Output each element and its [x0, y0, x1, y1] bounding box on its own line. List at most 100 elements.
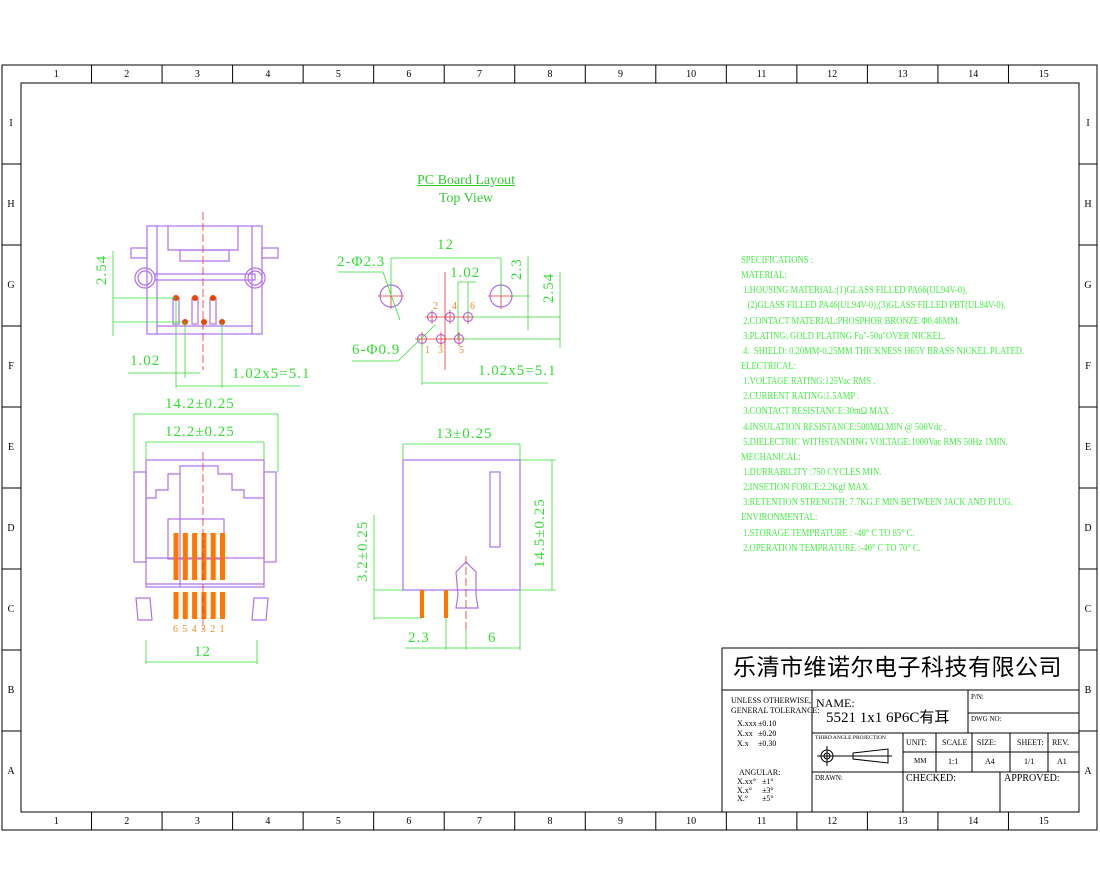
- frame-column-label: 5: [335, 816, 341, 827]
- spec-line: 3.PLATING: GOLD PLATING Fu"-50u"OVER NIC…: [741, 330, 946, 342]
- frame-column-label: 1: [53, 816, 59, 827]
- spec-line: SPECIFICATIONS :: [741, 255, 814, 266]
- contact-pin: [182, 533, 188, 580]
- frame-column-label: 2: [124, 69, 130, 80]
- frame-row-label: I: [1086, 117, 1090, 129]
- dim-side-width: 13±0.25: [436, 426, 493, 442]
- dim-side-height: 14.5±0.25: [532, 498, 548, 568]
- frame-column-label: 12: [827, 816, 838, 827]
- frame-row-label: C: [1084, 603, 1092, 615]
- contact-pin: [201, 533, 207, 580]
- spec-line: 4.INSULATION RESISTANCE:500MΩ MIN @ 500V…: [741, 421, 947, 433]
- top-view: [112, 212, 300, 388]
- angular-value: ±5°: [762, 794, 774, 803]
- contact-pin: [192, 533, 198, 580]
- frame-column-label: 3: [194, 69, 200, 80]
- frame-column-label: 10: [686, 69, 697, 80]
- frame-column-label: 10: [686, 816, 697, 827]
- dim-pcb-pin-dia: 6-Φ0.9: [352, 342, 401, 358]
- frame-row-label: F: [1085, 360, 1091, 372]
- frame-column-label: 15: [1038, 69, 1049, 80]
- dim-front-bottom: 12: [194, 644, 211, 660]
- angular-key: X.°: [737, 794, 748, 803]
- spec-line: 1.VOLTAGE RATING:125Vac RMS .: [741, 376, 876, 388]
- spec-line: MATERIAL:: [741, 270, 787, 282]
- pn-label: P/N:: [971, 693, 984, 701]
- sheet-value: 1/1: [1024, 757, 1035, 766]
- dim-pcb-hole-dia: 2-Φ2.3: [337, 254, 386, 270]
- scale-value: 1:1: [948, 757, 959, 766]
- pin-label-6: 6: [470, 301, 475, 312]
- frame-column-label: 11: [756, 816, 767, 827]
- frame-column-label: 7: [476, 816, 482, 827]
- spec-line: 1.HOUSING MATERIAL:(1)GLASS FILLED PA66(…: [741, 285, 968, 297]
- spec-line: (2)GLASS FILLED PA46(UL94V-0),(3)GLASS F…: [741, 300, 1006, 312]
- frame-column-label: 11: [756, 69, 767, 80]
- spec-line: 1.DURRABILITY :750 CYCLES MIN.: [741, 466, 882, 478]
- dwg-no-label: DWG NO:: [971, 715, 1002, 723]
- dim-pcb-width: 12: [437, 237, 454, 253]
- frame-row-label: G: [7, 279, 15, 291]
- dim-pcb-pitch-h: 1.02: [450, 265, 481, 281]
- pin-label-2: 2: [433, 301, 438, 312]
- frame-column-label: 5: [335, 69, 341, 80]
- spec-line: 3.CONTACT RESISTANCE:30mΩ MAX .: [741, 406, 894, 418]
- frame-row-label: B: [7, 684, 15, 696]
- frame-column-label: 2: [124, 816, 130, 827]
- angular-key: X.xx°: [737, 777, 756, 786]
- spec-line: 4. SHIELD: 0.20MM-0.25MM THICKNESS H65Y …: [741, 345, 1025, 357]
- frame-row-label: G: [1084, 279, 1092, 291]
- dim-side-peg: 6: [488, 630, 497, 646]
- dim-top-pitch-v: 2.54: [94, 254, 110, 285]
- frame-row-label: A: [1084, 765, 1092, 777]
- dim-top-pitch-h: 1.02: [130, 353, 161, 369]
- angular-value: ±3°: [762, 786, 774, 795]
- spec-line: 2.OPERATION TEMPRATURE :-40° C TO 70° C.: [741, 542, 921, 554]
- front-pin-label: 4: [191, 624, 197, 635]
- frame-column-label: 1: [53, 69, 59, 80]
- front-pin-label: 5: [182, 624, 188, 635]
- contact-pin: [210, 533, 216, 580]
- pcb-layout-subtitle: Top View: [438, 191, 494, 206]
- frame-row-label: H: [1084, 198, 1092, 210]
- pcb-layout-view: [338, 256, 561, 385]
- angular-value: ±1°: [762, 777, 774, 786]
- spec-line: 2.INSETION FORCE:2.2Kgf MAX.: [741, 482, 871, 494]
- frame-row-label: H: [7, 198, 15, 210]
- frame-column-label: 9: [618, 816, 624, 827]
- frame-column-label: 8: [547, 816, 553, 827]
- frame-column-label: 14: [968, 69, 979, 80]
- projection-label: THIRD ANGLE PROJECTION: [815, 735, 886, 741]
- tolerance-key: X.xx: [737, 729, 753, 738]
- dim-top-total: 1.02x5=5.1: [232, 366, 311, 382]
- frame-column-label: 6: [406, 69, 412, 80]
- size-value: A4: [985, 757, 995, 766]
- contact-pin: [201, 592, 207, 619]
- contact-pin: [220, 592, 225, 619]
- approved-label: APPROVED:: [1004, 773, 1060, 784]
- frame-column-label: 13: [897, 69, 908, 80]
- frame-row-label: I: [9, 117, 13, 129]
- part-name: 5521 1x1 6P6C有耳: [826, 710, 950, 726]
- frame-row-label: F: [8, 360, 14, 372]
- dim-side-pin: 2.3: [408, 630, 430, 646]
- dim-side-pin-len: 3.2±0.25: [355, 520, 371, 582]
- rev-value: A1: [1057, 757, 1067, 766]
- front-pin-label: 1: [219, 624, 225, 635]
- tolerance-key: X.xxx: [737, 719, 757, 728]
- frame-column-label: 8: [547, 69, 553, 80]
- pin-label-3: 3: [438, 345, 443, 356]
- spec-line: 3.RETENTION STRENGTH: 7.7KG.F MIN BETWEE…: [741, 497, 1013, 509]
- tolerance-key: X.x: [737, 739, 749, 748]
- contact-pin: [173, 592, 179, 619]
- frame-column-label: 4: [265, 69, 271, 80]
- contact-pin: [210, 592, 216, 619]
- angular-key: X.x°: [737, 786, 752, 795]
- spec-line: 2.CONTACT MATERIAL:PHOSPHOR BRONZE Φ0.46…: [741, 315, 961, 327]
- title-block: [721, 647, 1080, 813]
- rev-label: REV.: [1052, 738, 1069, 747]
- company-name: 乐清市维诺尔电子科技有限公司: [733, 655, 1062, 681]
- contact-pin: [182, 592, 188, 619]
- spec-line: 2.CURRENT RATING:1.5AMP .: [741, 391, 860, 403]
